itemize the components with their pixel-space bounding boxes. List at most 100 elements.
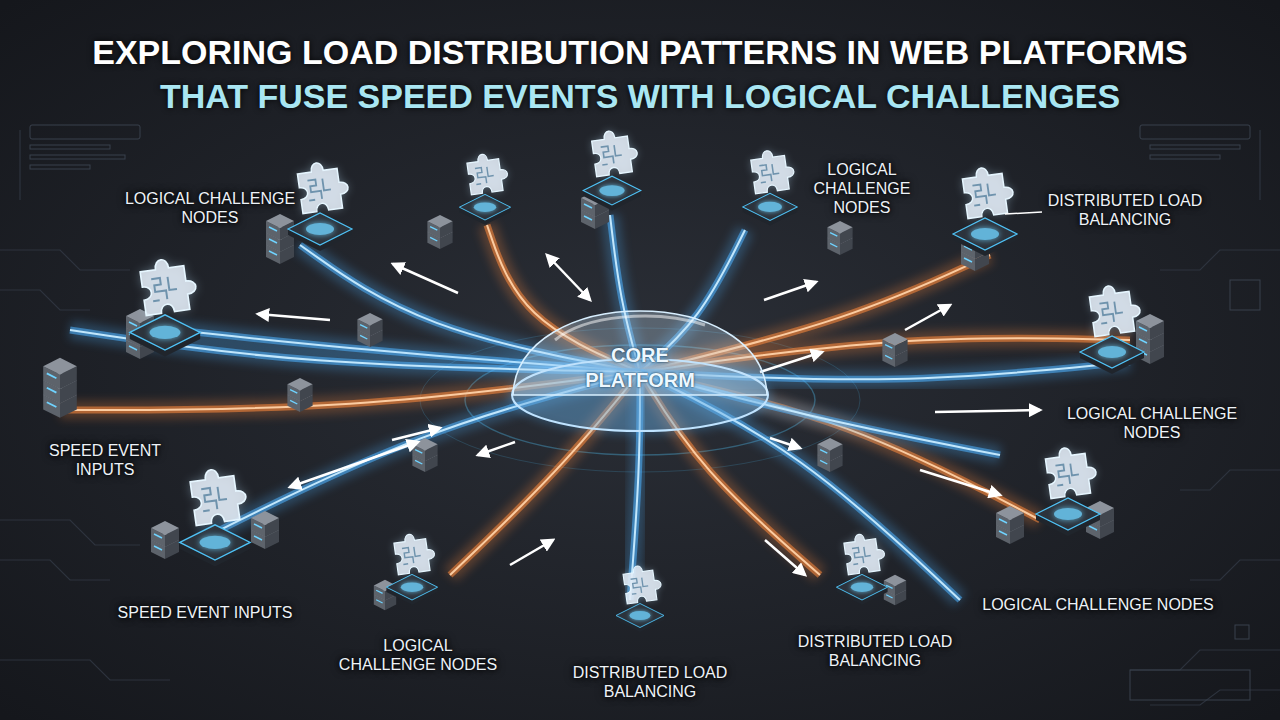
puzzle-piece [1088, 282, 1142, 336]
puzzle-station [583, 128, 641, 211]
puzzle-station [953, 164, 1017, 256]
puzzle-glow [1044, 444, 1098, 498]
puzzle-station [1080, 282, 1144, 374]
server-top [43, 358, 77, 375]
puzzle-station [180, 466, 250, 567]
server-led [584, 204, 592, 208]
server-led [269, 251, 277, 255]
puzzle-piece [189, 466, 249, 526]
server-led [47, 373, 57, 378]
callout-label: LOGICAL CHALLENGE NODES [118, 189, 303, 227]
server-led [254, 536, 262, 540]
flow-arrow [920, 470, 1000, 495]
puzzle-glyph [1054, 463, 1080, 486]
pedestal-top [616, 604, 664, 628]
server-led [584, 216, 592, 220]
callout-label: DISTRIBUTED LOAD BALANCING [1046, 191, 1204, 229]
server-led [820, 450, 827, 454]
server-top [882, 333, 907, 346]
flow-arrow [510, 540, 553, 565]
server-top [251, 511, 279, 525]
pedestal-top [953, 218, 1017, 250]
flow-arrow [393, 264, 458, 293]
callout-label: LOGICAL CHALLENGE NODES [336, 636, 501, 674]
pedestal-top [836, 574, 887, 600]
server-led [999, 519, 1007, 523]
puzzle-piece [961, 164, 1015, 218]
server-led [430, 237, 437, 241]
flow-arrow [258, 314, 330, 320]
callout-label: LOGICAL CHALLENGE NODES [1060, 404, 1245, 442]
flow-arrow [905, 305, 950, 330]
flow-arrow [935, 410, 1040, 412]
server-top [412, 438, 437, 451]
server-stack [151, 521, 179, 559]
puzzle-glow [622, 563, 663, 604]
server-led [47, 388, 57, 393]
puzzle-glow [750, 147, 796, 193]
server-led [376, 600, 382, 603]
flow-arrow [547, 255, 590, 300]
server-led [830, 243, 837, 247]
server-led [360, 325, 367, 329]
server-led [290, 390, 297, 394]
puzzle-glow [961, 164, 1015, 218]
server-stack [251, 511, 279, 549]
callout-label: LOGICAL CHALLENGE NODES [973, 595, 1223, 614]
server-stack [996, 506, 1024, 544]
server-top [1136, 314, 1164, 328]
pedestal-glow [971, 228, 999, 240]
server-top [827, 221, 852, 234]
pedestal-glow [474, 202, 496, 212]
pedestal-top [180, 525, 250, 560]
server-led [129, 322, 137, 326]
callout-label: DISTRIBUTED LOAD BALANCING [796, 632, 954, 670]
pedestal-top [130, 315, 200, 350]
pedestal-glow [851, 582, 873, 592]
puzzle-station [288, 159, 352, 251]
pedestal-top [743, 193, 797, 220]
server-led [830, 233, 837, 237]
server-led [360, 335, 367, 339]
server-led [1139, 339, 1147, 343]
dome-shell [513, 311, 767, 395]
flow-arrow [392, 428, 440, 440]
flow-arrow [765, 540, 805, 575]
puzzle-piece [843, 531, 887, 575]
server-top [287, 378, 312, 391]
server-led [1089, 526, 1097, 530]
server-led [415, 450, 422, 454]
puzzle-glyph [150, 276, 178, 301]
puzzle-station [459, 151, 510, 225]
server-led [129, 346, 137, 350]
flow-arrow [764, 282, 816, 300]
puzzle-glyph [306, 178, 332, 201]
puzzle-glow [296, 159, 350, 213]
puzzle-station [1036, 444, 1100, 536]
flow-arrow [770, 438, 800, 448]
server-top [427, 215, 452, 228]
puzzle-glow [466, 151, 510, 195]
pedestal-top [583, 176, 641, 205]
pedestal-glow [150, 326, 181, 339]
puzzle-glow [393, 531, 437, 575]
server-led [154, 534, 162, 538]
server-led [376, 590, 382, 593]
server-stack [817, 438, 842, 472]
puzzle-glyph [474, 166, 494, 184]
server-led [269, 227, 277, 231]
pedestal-glow [599, 185, 624, 196]
puzzle-piece [296, 159, 350, 213]
server-led [885, 345, 892, 349]
server-top [357, 313, 382, 326]
puzzle-glow [1088, 282, 1142, 336]
circuit-traces [0, 130, 1280, 705]
server-led [415, 460, 422, 464]
server-led [290, 400, 297, 404]
server-top [884, 575, 906, 586]
server-top [996, 506, 1024, 520]
puzzle-station [616, 563, 664, 632]
puzzle-glow [591, 128, 640, 177]
flow-arrow [290, 442, 418, 487]
